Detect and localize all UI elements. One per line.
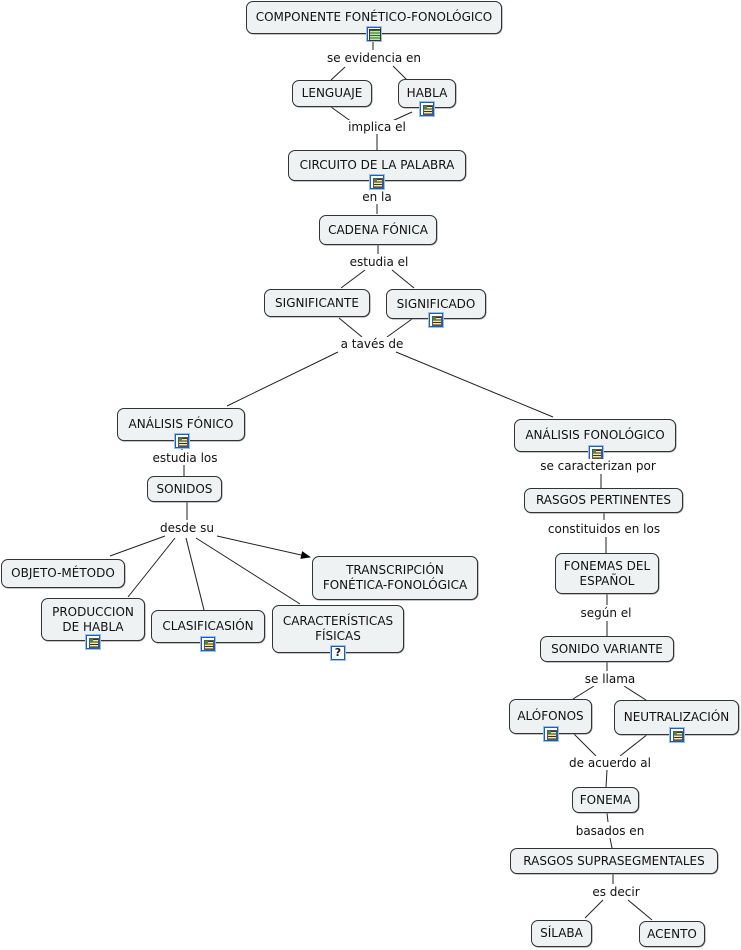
node-habla[interactable]: HABLA bbox=[398, 79, 456, 117]
node-significante[interactable]: SIGNIFICANTE bbox=[264, 289, 370, 317]
node-rasgos-suprasegmentales[interactable]: RASGOS SUPRASEGMENTALES bbox=[510, 848, 718, 874]
node-label: PRODUCCION DE HABLA bbox=[52, 604, 134, 634]
node-label: ACENTO bbox=[647, 926, 697, 941]
link-label-de-acuerdo-al[interactable]: de acuerdo al bbox=[567, 756, 653, 770]
node-label: SONIDO VARIANTE bbox=[551, 641, 663, 656]
node-cadena-fonica[interactable]: CADENA FÓNICA bbox=[319, 215, 437, 245]
node-sonidos[interactable]: SONIDOS bbox=[147, 476, 222, 502]
link-label-se-llama[interactable]: se llama bbox=[582, 672, 638, 686]
document-resource-icon[interactable] bbox=[543, 726, 559, 742]
document-resource-icon[interactable] bbox=[174, 433, 190, 449]
film-resource-icon[interactable] bbox=[366, 26, 382, 42]
node-significado[interactable]: SIGNIFICADO bbox=[386, 289, 486, 328]
link-label-se-evidencia-en[interactable]: se evidencia en bbox=[325, 51, 423, 65]
node-sonido-variante[interactable]: SONIDO VARIANTE bbox=[540, 636, 674, 662]
link-label-segun-el[interactable]: según el bbox=[578, 606, 634, 620]
node-analisis-fonico[interactable]: ANÁLISIS FÓNICO bbox=[117, 408, 245, 449]
node-label: NEUTRALIZACIÓN bbox=[623, 710, 730, 724]
node-objeto-metodo[interactable]: OBJETO-MÉTODO bbox=[1, 559, 125, 588]
document-resource-icon[interactable] bbox=[419, 101, 435, 117]
help-resource-icon[interactable]: ? bbox=[330, 645, 346, 661]
node-label: SIGNIFICANTE bbox=[275, 295, 359, 310]
node-label: CADENA FÓNICA bbox=[328, 222, 428, 237]
node-label: COMPONENTE FONÉTICO-FONOLÓGICO bbox=[255, 10, 493, 24]
node-analisis-fonologico[interactable]: ANÁLISIS FONOLÓGICO bbox=[514, 419, 676, 461]
node-caracteristicas-fisicas[interactable]: CARACTERÍSTICAS FÍSICAS ? bbox=[272, 605, 404, 661]
node-acento[interactable]: ACENTO bbox=[639, 921, 705, 947]
link-label-basados-en[interactable]: basados en bbox=[573, 824, 647, 838]
node-label: CARACTERÍSTICAS FÍSICAS bbox=[282, 614, 394, 643]
node-label: LENGUAJE bbox=[301, 86, 363, 100]
node-neutralizacion[interactable]: NEUTRALIZACIÓN bbox=[614, 700, 739, 743]
link-label-constituidos-en-los[interactable]: constituidos en los bbox=[545, 522, 663, 536]
link-label-es-decir[interactable]: es decir bbox=[590, 885, 642, 899]
node-label: RASGOS PERTINENTES bbox=[535, 493, 672, 507]
node-label: CLASIFICASIÓN bbox=[162, 619, 254, 633]
link-label-a-taves-de[interactable]: a tavés de bbox=[338, 337, 406, 351]
node-label: FONEMA bbox=[579, 792, 632, 807]
node-clasificacion[interactable]: CLASIFICASIÓN bbox=[151, 610, 265, 652]
node-label: ALÓFONOS bbox=[517, 709, 584, 723]
link-label-desde-su[interactable]: desde su bbox=[158, 521, 216, 535]
node-rasgos-pertinentes[interactable]: RASGOS PERTINENTES bbox=[524, 488, 683, 513]
node-alofonos[interactable]: ALÓFONOS bbox=[509, 699, 592, 742]
node-label: FONEMAS DEL ESPAÑOL bbox=[563, 558, 651, 588]
node-label: CIRCUITO DE LA PALABRA bbox=[299, 158, 455, 172]
document-resource-icon[interactable] bbox=[428, 312, 444, 328]
node-label: SÍLABA bbox=[540, 926, 583, 940]
document-resource-icon[interactable] bbox=[669, 727, 685, 743]
link-label-estudia-los[interactable]: estudia los bbox=[150, 451, 220, 465]
node-label: ANÁLISIS FONOLÓGICO bbox=[525, 428, 665, 442]
node-silaba[interactable]: SÍLABA bbox=[531, 920, 592, 947]
node-label: HABLA bbox=[406, 86, 448, 100]
document-resource-icon[interactable] bbox=[85, 634, 101, 650]
node-label: SONIDOS bbox=[156, 481, 213, 496]
node-fonemas-del-espanol[interactable]: FONEMAS DEL ESPAÑOL bbox=[555, 553, 659, 594]
node-produccion-de-habla[interactable]: PRODUCCION DE HABLA bbox=[41, 598, 145, 650]
document-resource-icon[interactable] bbox=[369, 174, 385, 190]
node-label: RASGOS SUPRASEGMENTALES bbox=[523, 853, 705, 868]
node-componente-fonetico-fonologico[interactable]: COMPONENTE FONÉTICO-FONOLÓGICO bbox=[246, 1, 502, 42]
link-label-en-la[interactable]: en la bbox=[360, 190, 394, 204]
document-resource-icon[interactable] bbox=[200, 636, 216, 652]
node-label: OBJETO-MÉTODO bbox=[11, 566, 115, 580]
node-lenguaje[interactable]: LENGUAJE bbox=[292, 80, 372, 107]
document-resource-icon[interactable] bbox=[588, 445, 604, 461]
node-fonema[interactable]: FONEMA bbox=[572, 787, 639, 813]
link-label-estudia-el[interactable]: estudia el bbox=[347, 255, 411, 269]
node-label: SIGNIFICADO bbox=[396, 296, 476, 311]
node-transcripcion-fonetica-fonologica[interactable]: TRANSCRIPCIÓN FONÉTICA-FONOLÓGICA bbox=[312, 556, 478, 600]
link-label-implica-el[interactable]: implica el bbox=[346, 120, 408, 134]
node-label: TRANSCRIPCIÓN FONÉTICA-FONOLÓGICA bbox=[322, 563, 468, 592]
link-label-se-caracterizan-por[interactable]: se caracterizan por bbox=[538, 459, 658, 473]
node-label: ANÁLISIS FÓNICO bbox=[128, 417, 234, 431]
node-circuito-de-la-palabra[interactable]: CIRCUITO DE LA PALABRA bbox=[288, 150, 466, 190]
